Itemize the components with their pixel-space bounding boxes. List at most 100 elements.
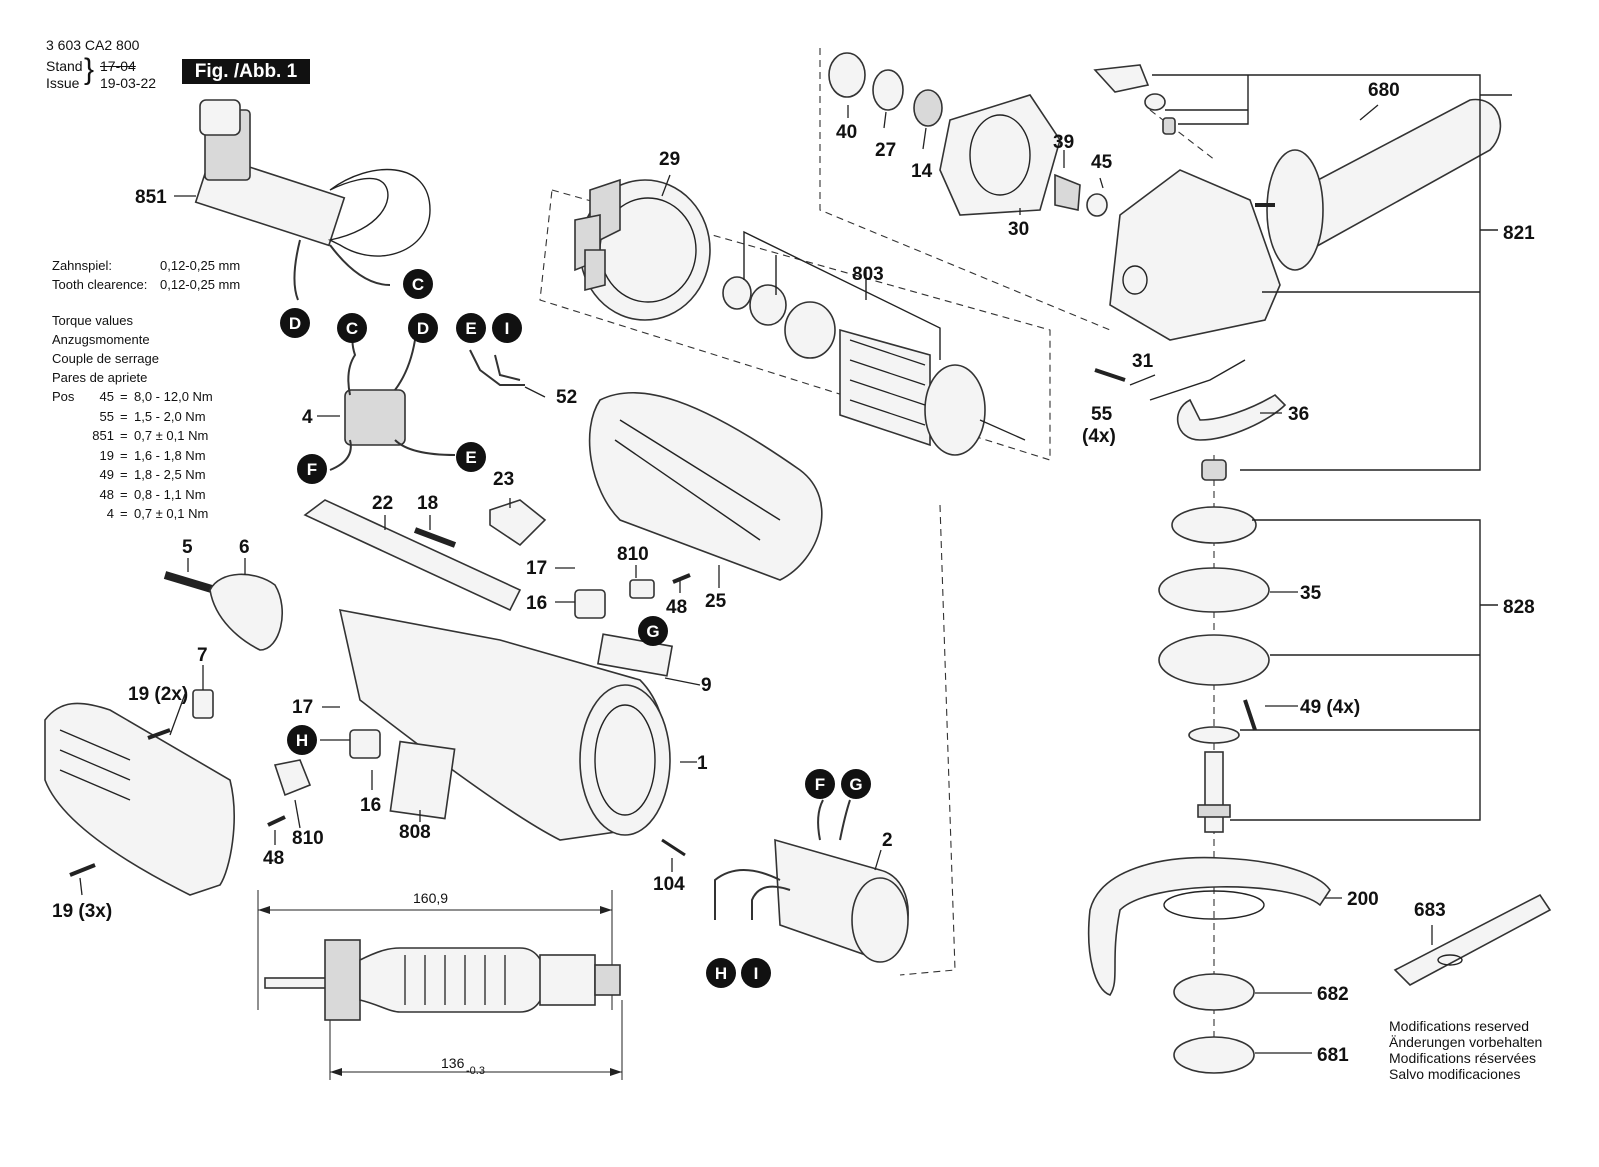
connector-f: F — [297, 454, 327, 484]
part-label-19a: 19 (2x) — [128, 684, 188, 705]
connector-c-top: C — [403, 269, 433, 299]
switch-rod-22 — [303, 499, 522, 612]
part-label-22: 22 — [372, 493, 393, 514]
connector-i-stator: I — [741, 958, 771, 988]
torque-title-es: Pares de apriete — [52, 370, 148, 385]
bearing-803-b — [749, 284, 787, 326]
part-label-200: 200 — [1347, 889, 1379, 910]
connector-g-stator: G — [841, 769, 871, 799]
torque-row-value: 1,6 - 1,8 Nm — [134, 447, 206, 463]
wrench-683-hole — [1437, 954, 1463, 966]
connector-f-stator: F — [805, 769, 835, 799]
torque-row-pos: 4 — [106, 506, 114, 521]
gasket-35 — [1158, 567, 1270, 613]
part-label-27: 27 — [875, 140, 896, 161]
brush-810a — [629, 579, 655, 599]
screw-48b — [267, 815, 286, 827]
crown-gear — [1171, 506, 1257, 544]
part-label-16b: 16 — [360, 795, 381, 816]
wire-52b — [494, 354, 521, 381]
strain-relief-7 — [192, 689, 214, 719]
doc-number: 3 603 CA2 800 — [46, 37, 140, 53]
stand-label: Stand — [46, 58, 83, 74]
dash-outline-handle — [1149, 109, 1216, 161]
svg-text:C: C — [412, 275, 424, 294]
torque-title-en: Torque values — [52, 313, 133, 328]
part-label-14: 14 — [911, 161, 933, 182]
dim-inner-tol: -0.3 — [466, 1065, 485, 1077]
svg-text:I: I — [505, 319, 510, 338]
part-label-810a: 810 — [617, 544, 649, 565]
part-label-851: 851 — [135, 187, 167, 208]
connector-markers: C D C D E I F E G H F G H I — [280, 269, 871, 988]
spindle-lock-button — [1093, 64, 1150, 93]
issue-label: Issue — [46, 75, 80, 91]
housing-1 — [338, 608, 671, 841]
modifications-de: Änderungen vorbehalten — [1389, 1034, 1543, 1050]
tooth-clearance-value-de: 0,12-0,25 mm — [160, 258, 241, 273]
bracket-828 — [1230, 519, 1498, 821]
part-label-40: 40 — [836, 122, 857, 143]
modifications-fr: Modifications réservées — [1389, 1050, 1537, 1066]
dash-outline-top — [819, 48, 1111, 331]
screw-19a — [147, 728, 171, 740]
pinion-39 — [1054, 173, 1081, 211]
torque-title-fr: Couple de serrage — [52, 351, 159, 366]
part-label-48a: 48 — [666, 597, 687, 618]
part-label-9: 9 — [701, 675, 712, 696]
brush-810b — [273, 759, 312, 797]
svg-text:E: E — [465, 448, 476, 467]
tooth-clearance-label-en: Tooth clearence: — [52, 277, 148, 292]
screw-19b — [69, 863, 96, 877]
spindle-lock-spring — [1144, 93, 1166, 111]
nut-45 — [1086, 193, 1108, 217]
svg-text:D: D — [289, 314, 301, 333]
part-label-36: 36 — [1288, 404, 1309, 425]
connector-e-lower: E — [456, 442, 486, 472]
clamp-36 — [1176, 393, 1287, 441]
connector-h-stator: H — [706, 958, 736, 988]
label-808 — [389, 740, 456, 820]
part-label-2: 2 — [882, 830, 893, 851]
wire-52 — [469, 349, 525, 386]
torque-row-value: 0,7 ± 0,1 Nm — [134, 506, 209, 521]
svg-text:F: F — [307, 460, 317, 479]
part-label-45: 45 — [1091, 152, 1113, 173]
brush-holder-16a — [574, 589, 606, 619]
stator-2 — [714, 799, 909, 963]
part-label-55-qty: (4x) — [1082, 426, 1116, 447]
flange-682 — [1173, 973, 1255, 1011]
lever-31 — [1149, 359, 1246, 401]
connector-c: C — [337, 313, 367, 343]
torque-row-value: 0,7 ± 0,1 Nm — [134, 428, 209, 443]
ring-27 — [872, 69, 904, 111]
dim-inner-text: 136 — [441, 1055, 465, 1071]
part-label-25: 25 — [705, 591, 727, 612]
part-label-5: 5 — [182, 537, 193, 558]
paddle-lever — [327, 168, 431, 257]
part-label-821: 821 — [1503, 223, 1535, 244]
guard-clamp — [1163, 890, 1265, 920]
bearing-803-a — [722, 276, 752, 310]
bearing-14 — [913, 89, 943, 127]
torque-row-pos: 49 — [99, 467, 114, 482]
part-label-31: 31 — [1132, 351, 1154, 372]
guard-200 — [1087, 856, 1331, 996]
torque-row-equals: = — [120, 389, 128, 404]
svg-text:I: I — [754, 964, 759, 983]
part-labels: 851 40 27 14 39 45 30 680 821 29 803 52 … — [52, 80, 1535, 1066]
torque-row-pos: 851 — [92, 428, 114, 443]
torque-row-pos: 19 — [99, 447, 114, 463]
dim-overall-text: 160,9 — [413, 890, 448, 906]
housing-25 — [588, 391, 823, 581]
switch-4 — [329, 329, 456, 471]
part-label-682: 682 — [1317, 984, 1349, 1005]
screw-48a — [672, 573, 691, 584]
issue-date: 19-03-22 — [100, 75, 157, 91]
part-label-17b: 17 — [292, 697, 313, 718]
part-label-23: 23 — [493, 469, 514, 490]
part-label-683: 683 — [1414, 900, 1446, 921]
old-date: 17-04 — [100, 58, 136, 74]
tooth-clearance-value-en: 0,12-0,25 mm — [160, 277, 241, 292]
